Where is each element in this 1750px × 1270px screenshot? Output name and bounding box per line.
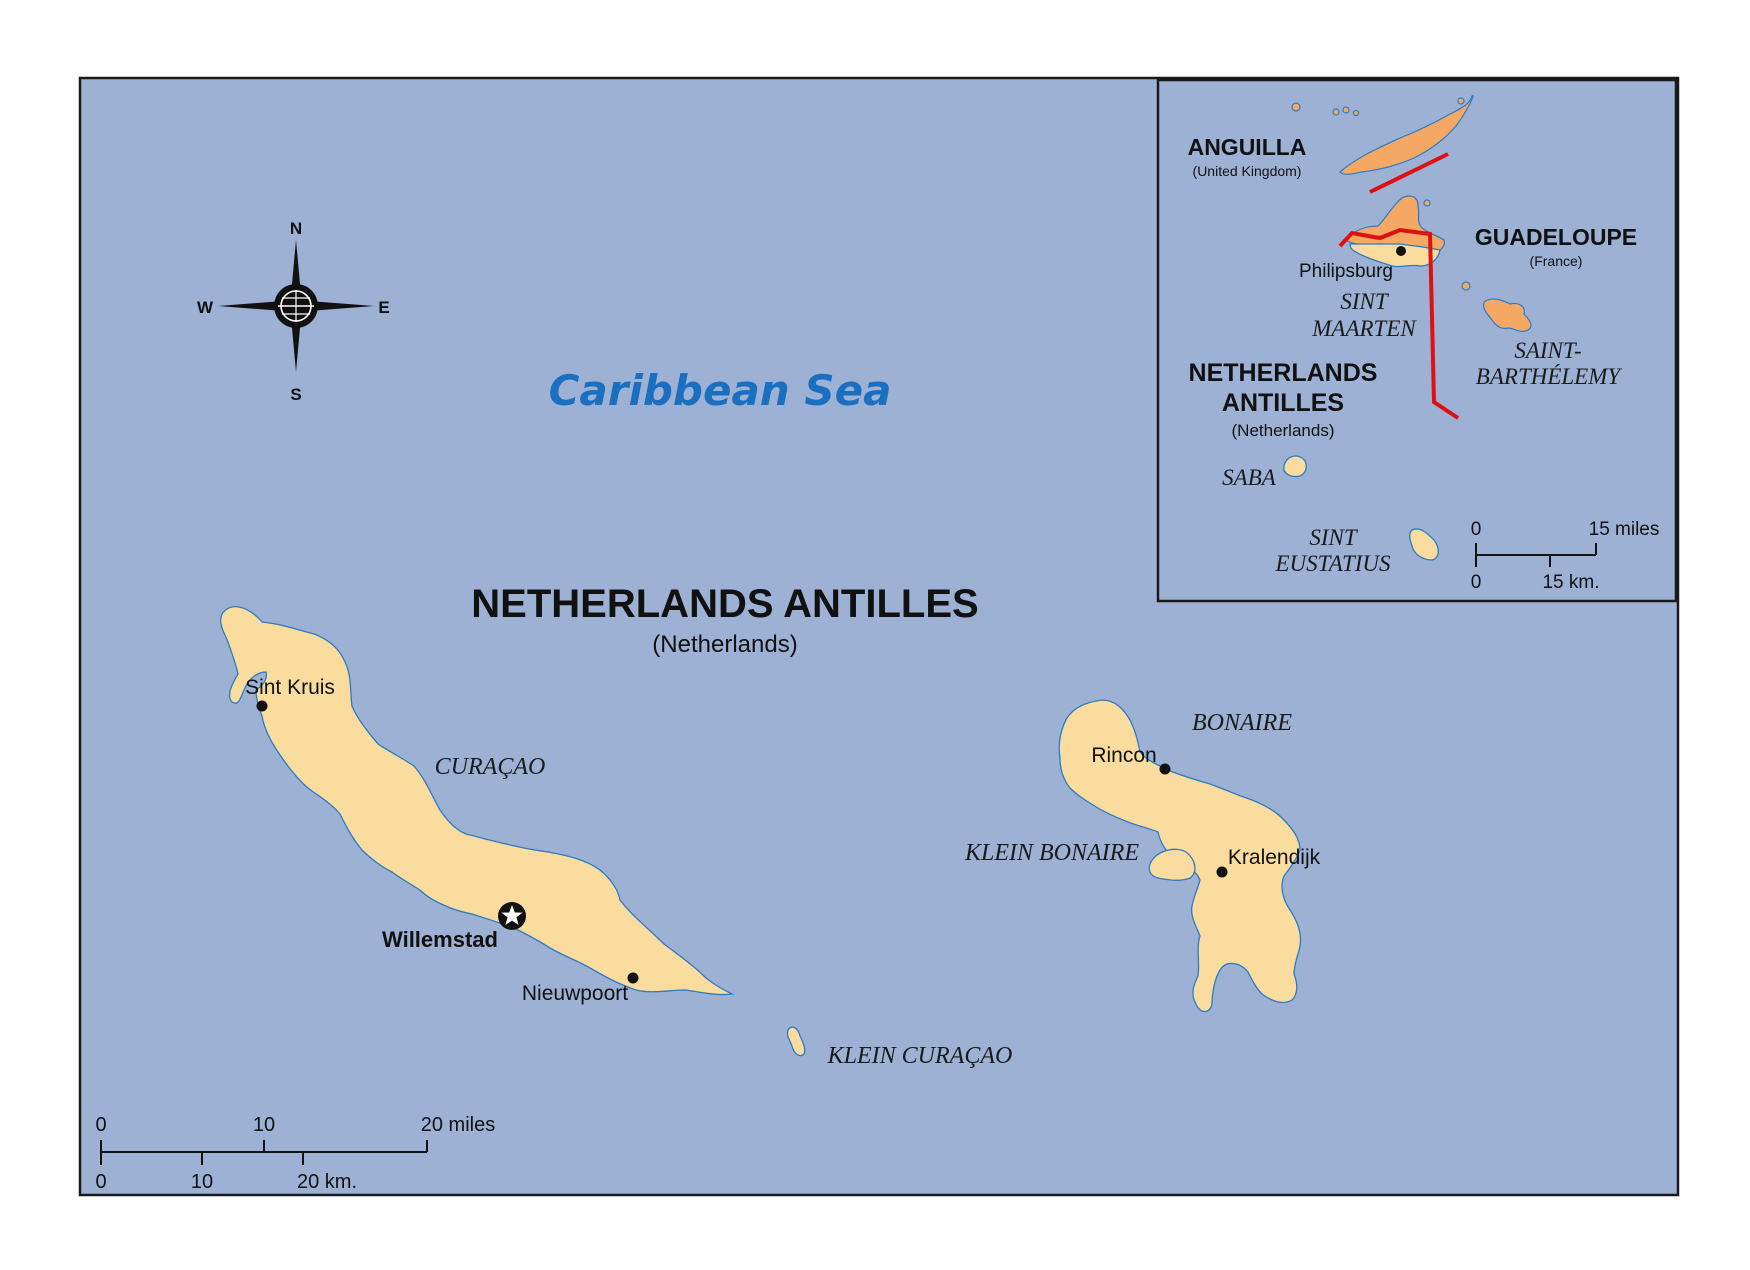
compass-n-label: N xyxy=(290,219,302,238)
scale-inset-km-0: 0 xyxy=(1471,572,1482,593)
saint-barthelemy-island xyxy=(1483,298,1532,332)
town-dot-sint-kruis xyxy=(256,700,268,712)
inset-label-sint-eustatius-1: SINT xyxy=(1309,525,1359,550)
inset-frame xyxy=(1156,78,1678,603)
inset-label-guadeloupe-sub: (France) xyxy=(1530,253,1583,269)
inset-label-saint-barthelemy-1: SAINT- xyxy=(1514,338,1581,363)
klein-bonaire-island xyxy=(1148,848,1196,881)
compass-w-label: W xyxy=(197,298,214,317)
scale-main-km-20: 20 km. xyxy=(297,1171,357,1193)
scale-inset-mi-15: 15 miles xyxy=(1589,519,1660,540)
town-dot-philipsburg xyxy=(1396,246,1406,256)
anguilla-islet xyxy=(1342,106,1350,114)
town-label-willemstad: Willemstad xyxy=(382,927,498,952)
town-label-rincon: Rincon xyxy=(1091,744,1156,767)
anguilla-island xyxy=(1339,94,1474,175)
town-label-kralendijk: Kralendijk xyxy=(1228,846,1321,869)
compass-s-label: S xyxy=(290,385,301,404)
anguilla-islet xyxy=(1352,109,1360,117)
sea-label: Caribbean Sea xyxy=(549,366,892,415)
scale-main-km-10: 10 xyxy=(191,1171,213,1193)
island-label-klein-bonaire: KLEIN BONAIRE xyxy=(964,840,1139,866)
town-label-sint-kruis: Sint Kruis xyxy=(245,676,335,699)
inset-map: ANGUILLA (United Kingdom) GUADELOUPE (Fr… xyxy=(1156,78,1678,603)
scale-bar-main xyxy=(100,1140,428,1165)
scale-main-mi-0: 0 xyxy=(95,1114,106,1136)
saint-barthelemy-islet xyxy=(1461,281,1471,291)
klein-curacao-island xyxy=(786,1026,806,1057)
map-subtitle: (Netherlands) xyxy=(652,631,797,658)
inset-label-na-1: NETHERLANDS xyxy=(1189,359,1378,387)
curacao-island xyxy=(220,606,735,996)
scale-main-mi-20: 20 miles xyxy=(421,1114,495,1136)
map-title: NETHERLANDS ANTILLES xyxy=(471,582,978,626)
island-label-bonaire: BONAIRE xyxy=(1192,710,1292,736)
town-dot-rincon xyxy=(1159,763,1171,775)
sint-eustatius-island xyxy=(1409,528,1439,561)
inset-label-guadeloupe: GUADELOUPE xyxy=(1475,224,1637,250)
inset-label-saint-barthelemy-2: BARTHÉLEMY xyxy=(1476,364,1623,389)
inset-label-sint-maarten-1: SINT xyxy=(1340,289,1390,314)
town-label-nieuwpoort: Nieuwpoort xyxy=(522,982,628,1005)
inset-label-sint-eustatius-2: EUSTATIUS xyxy=(1275,551,1392,576)
maritime-border-anguilla xyxy=(1369,152,1449,194)
capital-star-icon xyxy=(498,902,526,930)
maritime-border-sint-maarten xyxy=(1338,227,1460,420)
inset-label-philipsburg: Philipsburg xyxy=(1299,261,1393,282)
anguilla-islet xyxy=(1457,97,1465,105)
compass-rose-icon xyxy=(218,240,374,372)
inset-label-sint-maarten-2: MAARTEN xyxy=(1311,316,1417,341)
saint-martin-islet xyxy=(1423,199,1431,207)
anguilla-islet xyxy=(1291,102,1301,112)
inset-label-saba: SABA xyxy=(1222,465,1277,490)
anguilla-islet xyxy=(1332,108,1340,116)
scale-inset-km-15: 15 km. xyxy=(1542,572,1599,593)
scale-inset-mi-0: 0 xyxy=(1471,519,1482,540)
scale-main-km-0: 0 xyxy=(95,1171,106,1193)
compass-e-label: E xyxy=(378,298,389,317)
sint-maarten-area xyxy=(1349,243,1441,268)
inset-label-na-sub: (Netherlands) xyxy=(1232,421,1335,440)
inset-label-anguilla-sub: (United Kingdom) xyxy=(1193,163,1302,179)
saba-island xyxy=(1283,455,1307,478)
island-label-klein-curacao: KLEIN CURAÇAO xyxy=(827,1043,1013,1069)
scale-bar-inset xyxy=(1475,543,1597,567)
map-frame xyxy=(78,76,1680,1197)
town-dot-kralendijk xyxy=(1216,866,1228,878)
scale-main-mi-10: 10 xyxy=(253,1114,275,1136)
town-dot-nieuwpoort xyxy=(627,972,639,984)
inset-label-anguilla: ANGUILLA xyxy=(1188,134,1307,160)
inset-label-na-2: ANTILLES xyxy=(1222,389,1344,417)
island-label-curacao: CURAÇAO xyxy=(435,754,546,780)
